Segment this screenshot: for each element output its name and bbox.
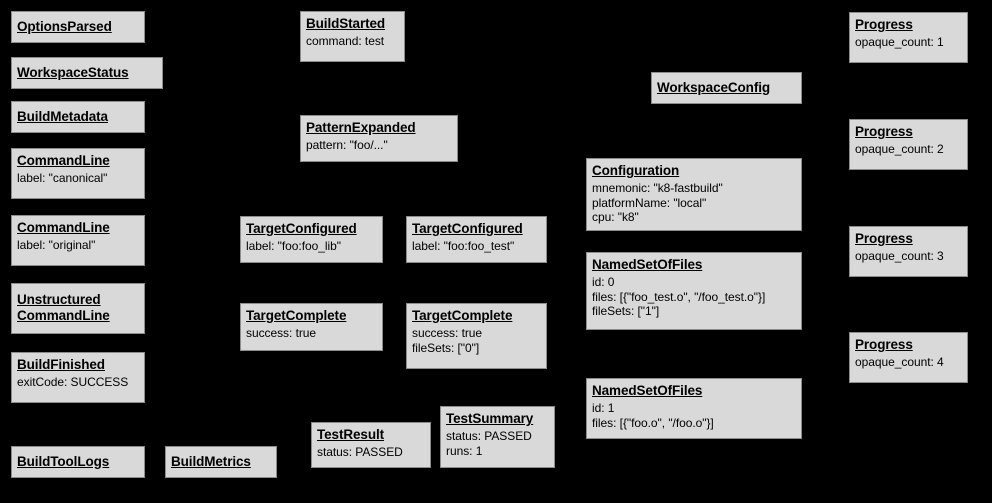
node-field: mnemonic: "k8-fastbuild"	[592, 181, 723, 196]
node-title: Progress	[855, 337, 913, 352]
node-field: success: true	[246, 326, 317, 341]
node-field: id: 1	[592, 401, 615, 416]
node-title: BuildStarted	[306, 16, 386, 31]
node-field: opaque_count: 2	[855, 142, 944, 157]
node-test-result[interactable]: TestResult status: PASSED	[311, 422, 431, 468]
node-field: exitCode: SUCCESS	[17, 375, 129, 390]
node-fields: mnemonic: "k8-fastbuild"platformName: "l…	[592, 181, 796, 224]
node-options-parsed[interactable]: OptionsParsed	[11, 11, 145, 43]
node-field: pattern: "foo/..."	[306, 138, 388, 153]
node-title: TargetComplete	[246, 308, 347, 323]
node-fields: label: "foo:foo_test"	[412, 239, 541, 253]
node-field: opaque_count: 1	[855, 35, 944, 50]
node-title: TargetConfigured	[412, 221, 523, 236]
node-fields: pattern: "foo/..."	[306, 138, 452, 152]
node-configuration[interactable]: Configuration mnemonic: "k8-fastbuild"pla…	[586, 158, 802, 231]
node-title: Progress	[855, 17, 913, 32]
node-fields: opaque_count: 4	[855, 355, 962, 369]
node-build-metrics[interactable]: BuildMetrics	[165, 446, 277, 478]
node-title: Configuration	[592, 163, 680, 178]
node-workspace-status[interactable]: WorkspaceStatus	[11, 57, 163, 89]
node-build-finished[interactable]: BuildFinished exitCode: SUCCESS	[11, 352, 145, 403]
node-field: platformName: "local"	[592, 195, 707, 210]
node-progress-1[interactable]: Progress opaque_count: 1	[849, 12, 968, 63]
node-fields: success: true	[246, 326, 377, 340]
node-field: status: PASSED	[446, 429, 532, 444]
node-progress-2[interactable]: Progress opaque_count: 2	[849, 119, 968, 170]
node-fields: label: "original"	[17, 238, 139, 252]
node-title: PatternExpanded	[306, 120, 416, 135]
node-title: CommandLine	[17, 220, 110, 235]
node-build-metadata[interactable]: BuildMetadata	[11, 101, 145, 133]
node-field: opaque_count: 4	[855, 355, 944, 370]
node-title: Progress	[855, 231, 913, 246]
node-field: fileSets: ["1"]	[592, 304, 660, 319]
node-title: WorkspaceStatus	[17, 64, 129, 80]
node-title: Unstructured CommandLine	[17, 292, 110, 323]
node-title: BuildFinished	[17, 357, 105, 372]
node-field: runs: 1	[446, 443, 483, 458]
node-field: status: PASSED	[317, 445, 403, 460]
node-fields: command: test	[306, 34, 399, 48]
node-title: BuildMetadata	[17, 108, 108, 124]
node-field: files: [{"foo.o", "/foo.o"}]	[592, 415, 714, 430]
node-command-line-canonical[interactable]: CommandLine label: "canonical"	[11, 148, 145, 199]
node-field: success: true	[412, 326, 483, 341]
node-target-configured-foo-lib[interactable]: TargetConfigured label: "foo:foo_lib"	[240, 216, 383, 263]
node-title: OptionsParsed	[17, 18, 112, 34]
node-field: label: "original"	[17, 238, 96, 253]
node-title: TestResult	[317, 427, 385, 442]
node-field: files: [{"foo_test.o", "/foo_test.o"}]	[592, 289, 766, 304]
node-title: TargetComplete	[412, 308, 513, 323]
node-field: fileSets: ["0"]	[412, 340, 480, 355]
node-fields: label: "foo:foo_lib"	[246, 239, 377, 253]
node-unstructured-command-line[interactable]: Unstructured CommandLine	[11, 283, 145, 334]
node-fields: opaque_count: 2	[855, 142, 962, 156]
node-fields: label: "canonical"	[17, 171, 139, 185]
node-title: CommandLine	[17, 153, 110, 168]
node-field: cpu: "k8"	[592, 210, 639, 225]
node-build-tool-logs[interactable]: BuildToolLogs	[11, 446, 145, 478]
node-field: opaque_count: 3	[855, 249, 944, 264]
node-fields: exitCode: SUCCESS	[17, 375, 139, 389]
node-pattern-expanded[interactable]: PatternExpanded pattern: "foo/..."	[300, 115, 458, 162]
node-field: label: "foo:foo_lib"	[246, 239, 341, 254]
node-progress-4[interactable]: Progress opaque_count: 4	[849, 332, 968, 383]
node-field: id: 0	[592, 275, 615, 290]
node-command-line-original[interactable]: CommandLine label: "original"	[11, 215, 145, 266]
node-build-started[interactable]: BuildStarted command: test	[300, 11, 405, 62]
node-target-complete-lib[interactable]: TargetComplete success: true	[240, 303, 383, 351]
node-fields: opaque_count: 3	[855, 249, 962, 263]
node-field: command: test	[306, 34, 385, 49]
node-workspace-config[interactable]: WorkspaceConfig	[651, 72, 802, 104]
node-title: Progress	[855, 124, 913, 139]
node-field: label: "foo:foo_test"	[412, 239, 515, 254]
node-fields: opaque_count: 1	[855, 35, 962, 49]
node-field: label: "canonical"	[17, 171, 108, 186]
node-title: TestSummary	[446, 411, 534, 426]
node-title: TargetConfigured	[246, 221, 357, 236]
node-title: BuildToolLogs	[17, 453, 110, 469]
node-progress-3[interactable]: Progress opaque_count: 3	[849, 226, 968, 277]
node-title: NamedSetOfFiles	[592, 383, 703, 398]
node-title: BuildMetrics	[171, 453, 251, 469]
node-fields: status: PASSED	[317, 445, 425, 459]
node-title: WorkspaceConfig	[657, 79, 771, 95]
node-title: NamedSetOfFiles	[592, 257, 703, 272]
node-target-configured-foo-test[interactable]: TargetConfigured label: "foo:foo_test"	[406, 216, 547, 263]
